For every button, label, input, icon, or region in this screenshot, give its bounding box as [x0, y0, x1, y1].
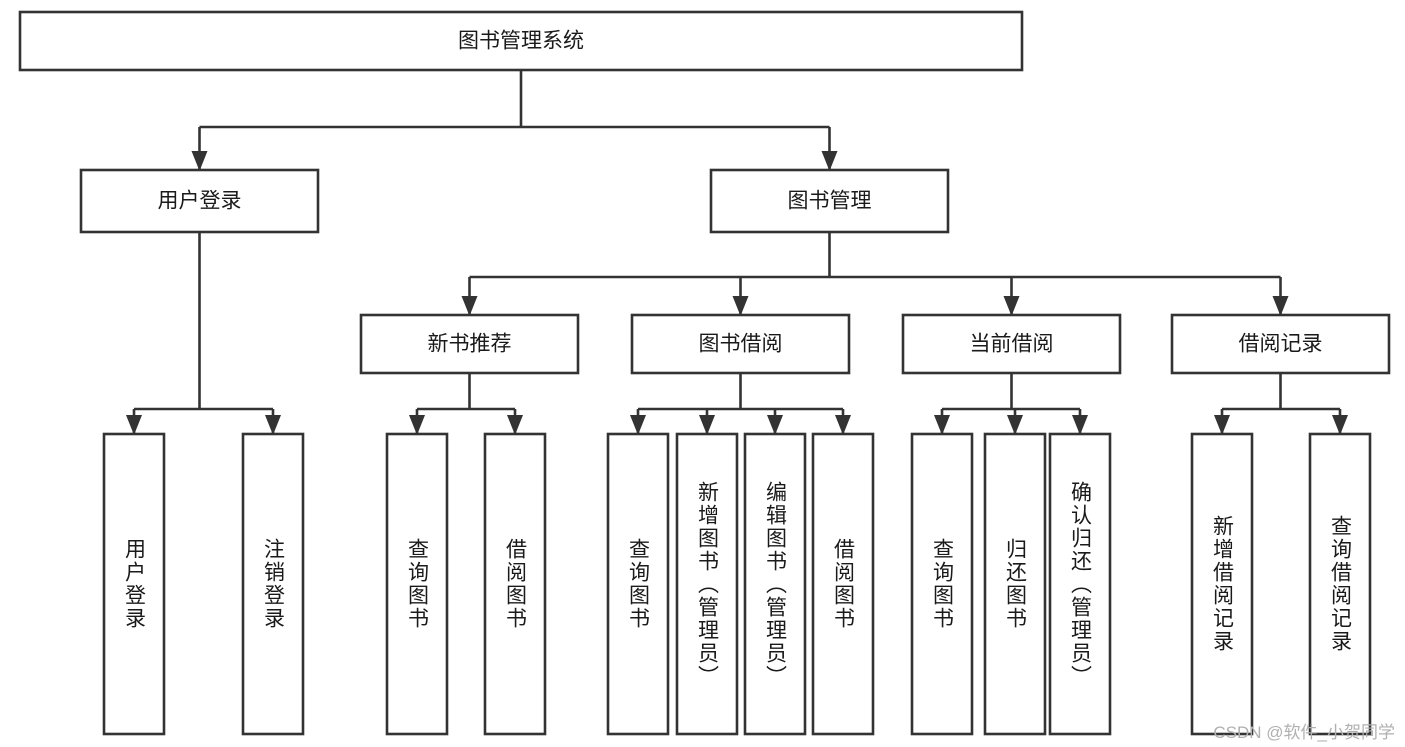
node-box-leaf-borrow-book-2[interactable]: [811, 432, 875, 736]
arrow-head-icon: [461, 296, 478, 316]
node-box-leaf-user-login[interactable]: [102, 432, 166, 736]
arrow-head-icon: [934, 415, 950, 435]
arrow-head-icon: [699, 415, 715, 435]
node-box-root[interactable]: [18, 10, 1024, 72]
arrow-head-icon: [732, 296, 749, 316]
arrow-head-icon: [191, 151, 208, 171]
arrow-head-icon: [507, 415, 523, 435]
node-box-user-login[interactable]: [79, 168, 320, 234]
node-box-leaf-add-book[interactable]: [675, 432, 739, 736]
node-box-book-manage[interactable]: [709, 168, 950, 234]
node-label-root: 图书管理系统: [458, 30, 584, 53]
node-box-leaf-return-book[interactable]: [983, 432, 1047, 736]
node-box-leaf-query-book-2[interactable]: [606, 432, 670, 736]
node-box-leaf-borrow-book-1[interactable]: [483, 432, 547, 736]
node-box-borrow-record[interactable]: [1170, 313, 1391, 375]
arrow-head-icon: [1214, 415, 1230, 435]
arrow-head-icon: [1072, 415, 1088, 435]
arrow-head-icon: [409, 415, 425, 435]
arrow-head-icon: [1007, 415, 1023, 435]
node-box-leaf-add-record[interactable]: [1190, 432, 1254, 736]
node-box-leaf-confirm-return[interactable]: [1048, 432, 1112, 736]
arrow-head-icon: [821, 151, 838, 171]
arrow-head-icon: [1332, 415, 1348, 435]
node-box-book-borrow[interactable]: [630, 313, 851, 375]
arrow-head-icon: [1272, 296, 1289, 316]
node-box-leaf-edit-book[interactable]: [743, 432, 807, 736]
arrow-head-icon: [767, 415, 783, 435]
node-label-book-borrow: 图书借阅: [699, 333, 783, 356]
node-boxes-layer: [18, 10, 1391, 736]
node-box-current-borrow[interactable]: [901, 313, 1122, 375]
node-label-book-manage: 图书管理: [788, 190, 872, 213]
arrow-head-icon: [835, 415, 851, 435]
node-label-new-book-rec: 新书推荐: [428, 333, 512, 356]
node-box-new-book-rec[interactable]: [359, 313, 580, 375]
node-box-leaf-logout[interactable]: [241, 432, 305, 736]
arrow-head-icon: [1003, 296, 1020, 316]
connectors-layer: [126, 70, 1348, 435]
node-label-current-borrow: 当前借阅: [970, 333, 1054, 356]
node-label-user-login: 用户登录: [158, 190, 242, 213]
arrow-head-icon: [630, 415, 646, 435]
arrow-head-icon: [265, 415, 281, 435]
watermark-text: CSDN @软件_小贺同学: [1213, 723, 1395, 742]
node-box-leaf-query-book-1[interactable]: [385, 432, 449, 736]
node-label-borrow-record: 借阅记录: [1239, 333, 1323, 356]
node-box-leaf-query-book-3[interactable]: [910, 432, 974, 736]
node-box-leaf-query-record[interactable]: [1308, 432, 1372, 736]
arrow-head-icon: [126, 415, 142, 435]
